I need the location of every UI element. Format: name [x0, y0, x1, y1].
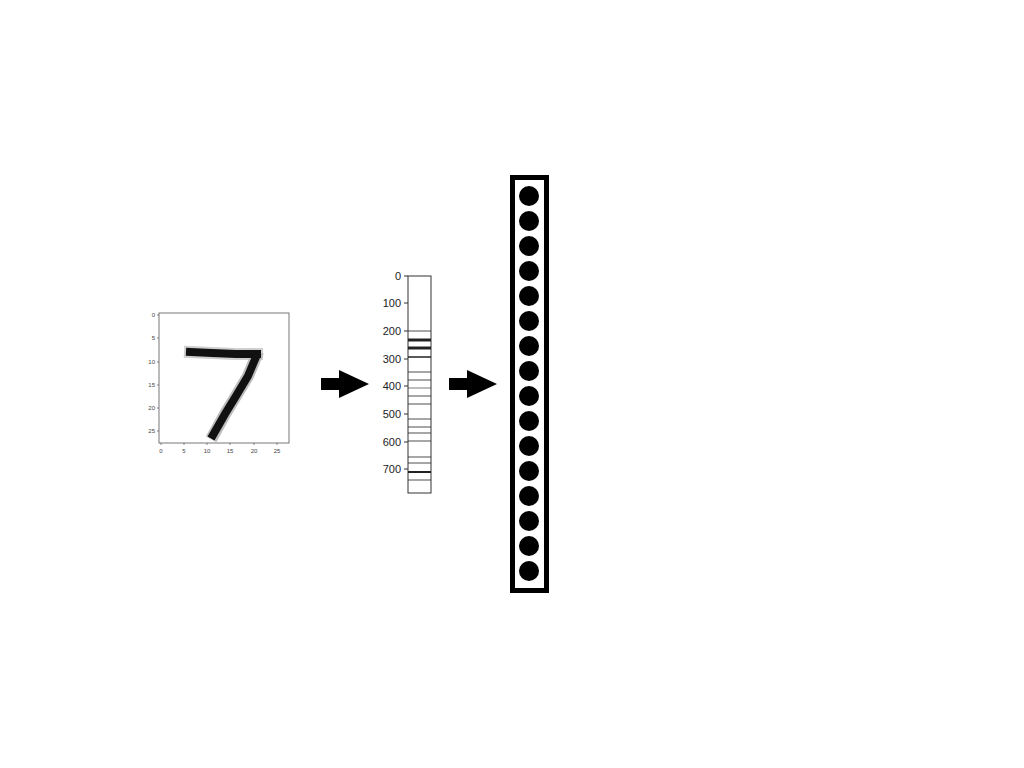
axis-tick-label: 15 [227, 448, 234, 454]
index-label: 300 [383, 354, 401, 365]
index-label: 700 [383, 464, 401, 475]
vector-strip [408, 276, 431, 493]
axis-ticks [157, 315, 277, 445]
layer-box [513, 178, 547, 591]
digit-seven [190, 352, 257, 435]
neurons [519, 186, 539, 581]
axis-tick-label: 15 [148, 382, 155, 388]
strip-ticks [404, 276, 408, 469]
axis-tick-label: 10 [148, 359, 155, 365]
axis-tick-label: 0 [159, 448, 162, 454]
axis-tick-label: 0 [152, 312, 155, 318]
axis-tick-label: 25 [148, 428, 155, 434]
axis-tick-label: 25 [274, 448, 281, 454]
axis-tick-label: 5 [152, 335, 155, 341]
index-label: 600 [383, 437, 401, 448]
arrow [321, 370, 369, 398]
index-label: 500 [383, 409, 401, 420]
axis-tick-label: 5 [182, 448, 185, 454]
axis-tick-label: 20 [148, 405, 155, 411]
axis-tick-label: 20 [251, 448, 258, 454]
index-label: 100 [383, 298, 401, 309]
axis-tick-label: 10 [204, 448, 211, 454]
index-label: 0 [395, 271, 401, 282]
pixel-bands [408, 331, 431, 480]
arrow [449, 370, 497, 398]
image-frame [159, 313, 289, 443]
index-label: 400 [383, 381, 401, 392]
index-label: 200 [383, 326, 401, 337]
